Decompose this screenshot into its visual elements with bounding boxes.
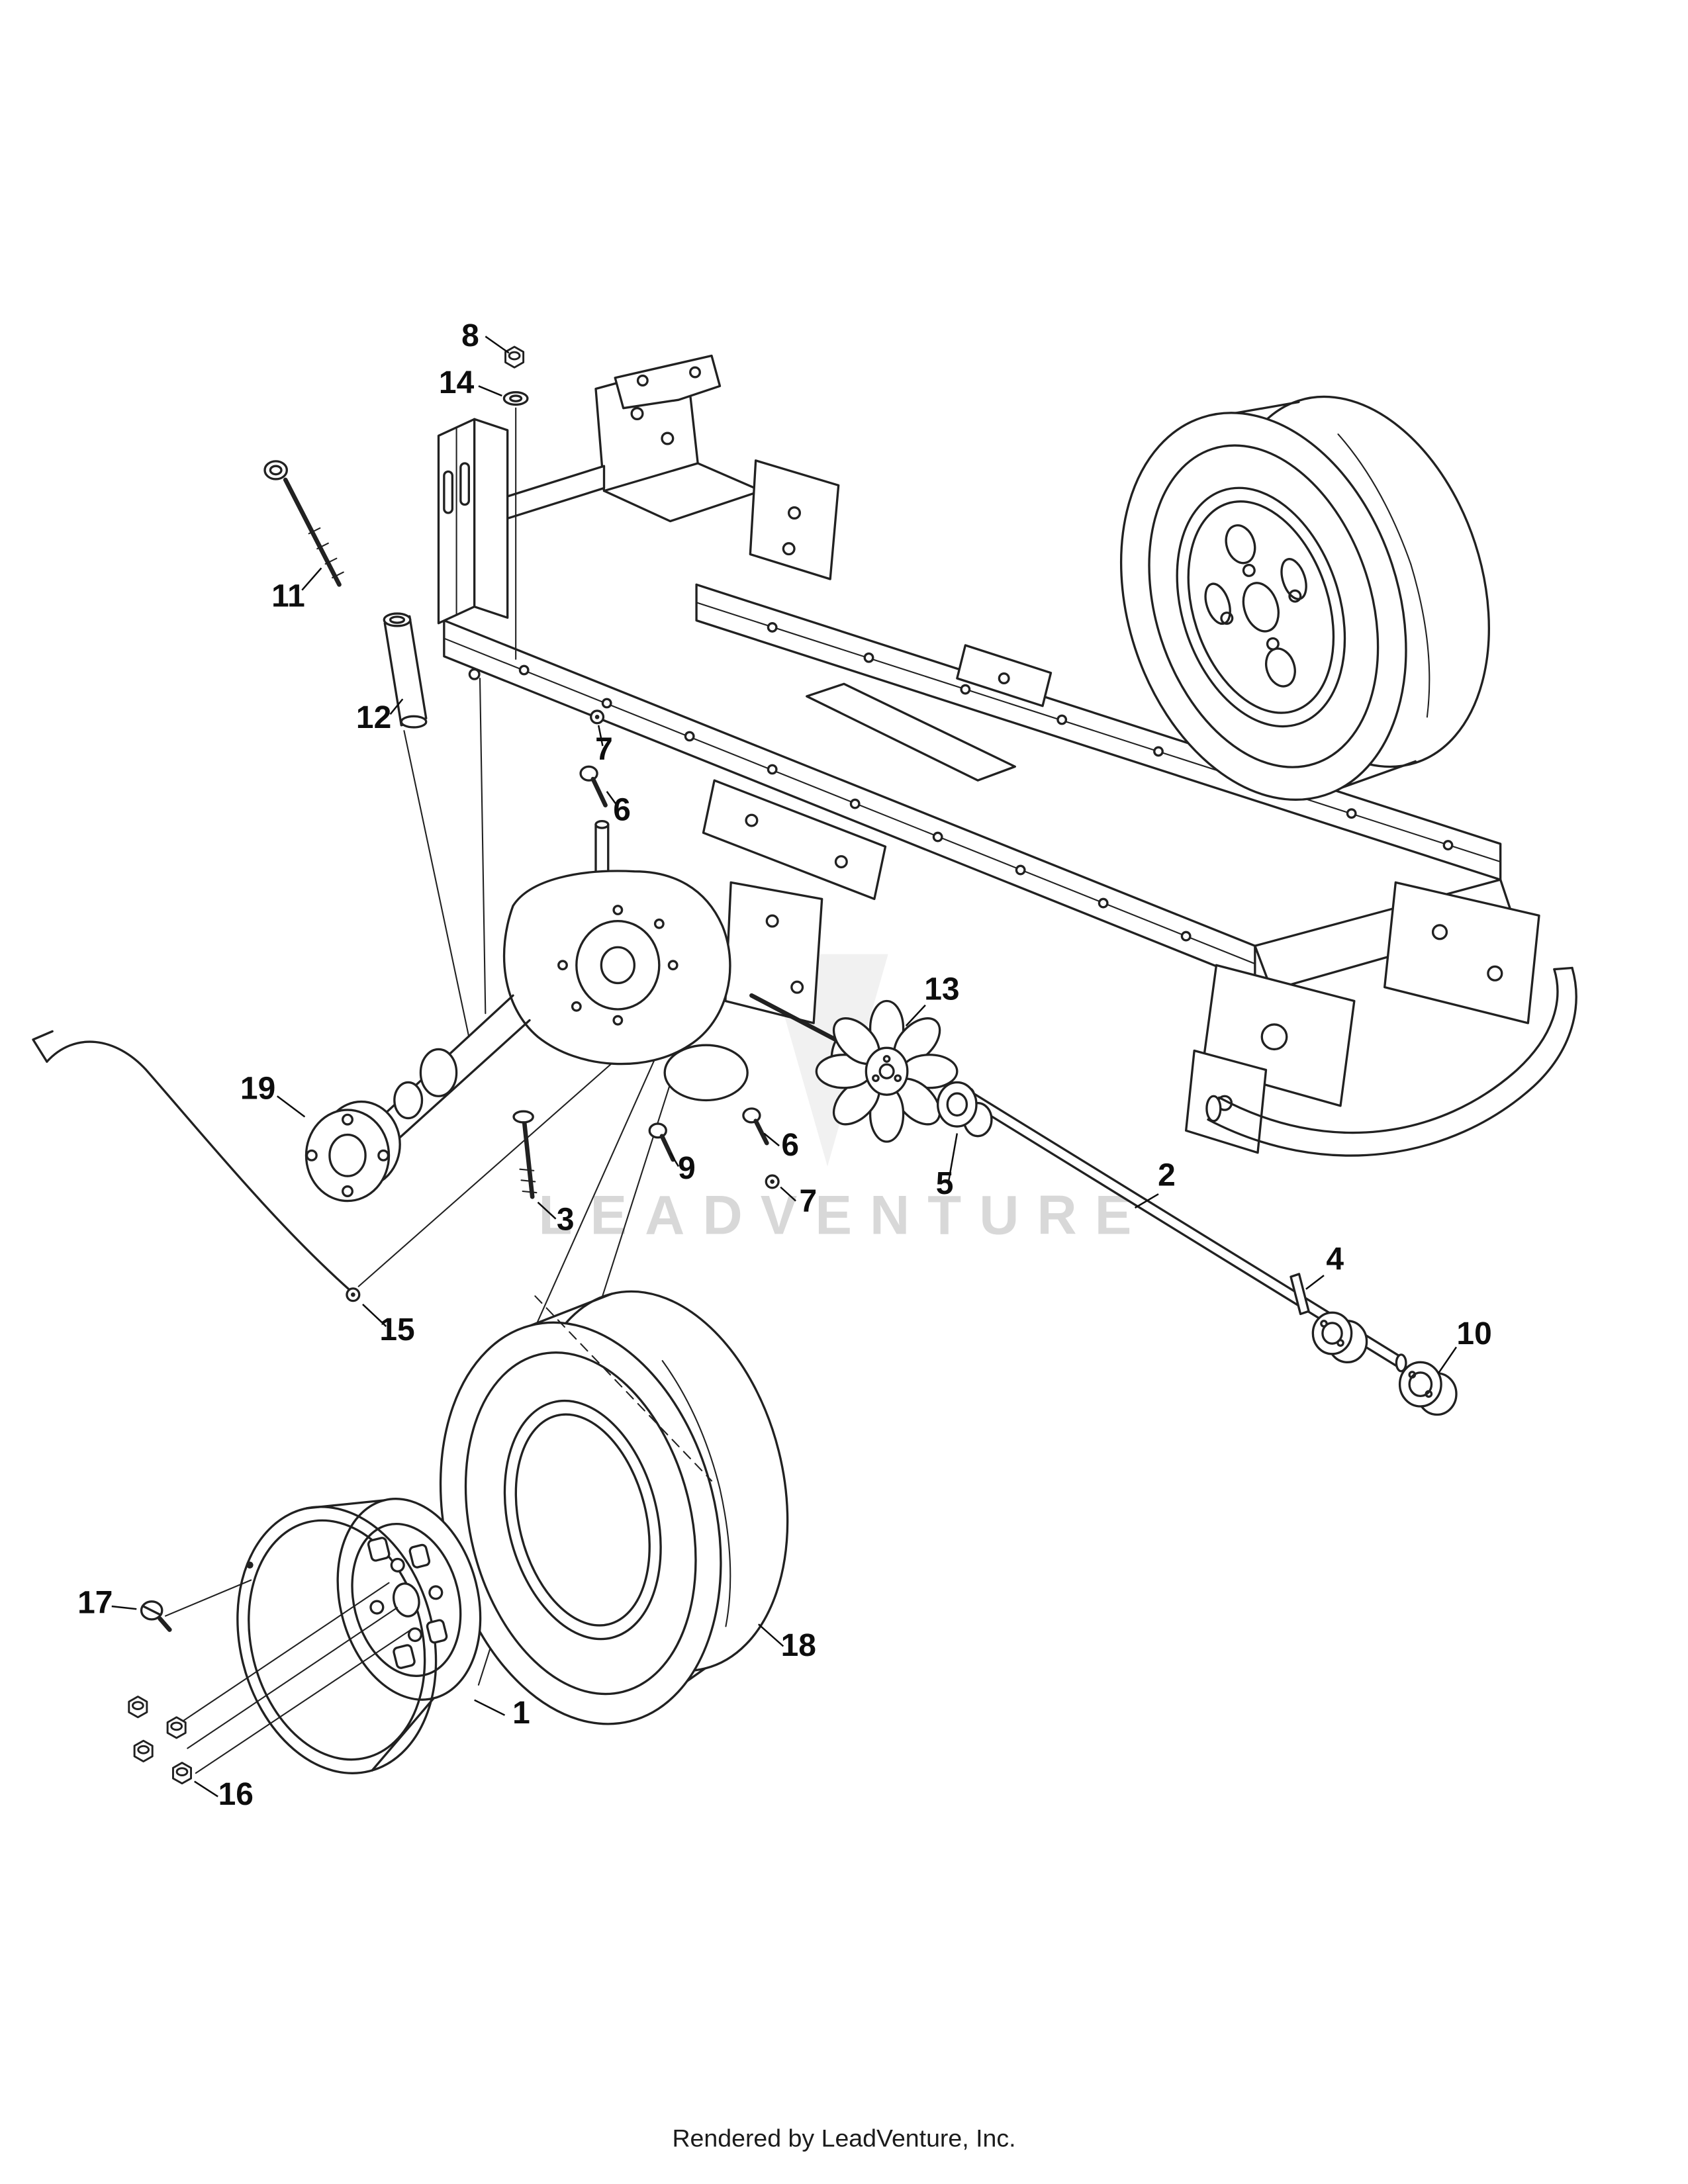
callout-10: 10 <box>1437 1316 1492 1374</box>
callout-18: 18 <box>758 1623 816 1663</box>
callout-label-7b: 7 <box>800 1184 818 1219</box>
callout-label-6b: 6 <box>781 1128 799 1163</box>
callout-12: 12 <box>356 698 404 735</box>
screw-6b <box>742 1107 769 1146</box>
callout-label-2: 2 <box>1158 1158 1176 1193</box>
transaxle <box>368 819 885 1152</box>
callout-14: 14 <box>439 365 502 400</box>
callout-5: 5 <box>936 1133 959 1201</box>
callout-label-18: 18 <box>781 1628 816 1663</box>
axle-flange <box>305 1100 401 1203</box>
callout-label-10: 10 <box>1456 1316 1491 1351</box>
rear-tire <box>439 1290 789 1725</box>
callout-8: 8 <box>461 318 510 354</box>
callout-9: 9 <box>669 1151 696 1186</box>
push-nut-7a <box>590 709 605 725</box>
footer-credit: Rendered by LeadVenture, Inc. <box>672 2124 1015 2152</box>
callout-3: 3 <box>537 1201 575 1237</box>
shaft-bearing <box>937 1081 993 1138</box>
coupler-cap <box>1398 1361 1458 1416</box>
callout-label-17: 17 <box>77 1586 113 1621</box>
callout-16: 16 <box>194 1777 254 1812</box>
lug-alignment-lines <box>164 1579 412 1774</box>
callout-13: 13 <box>905 972 960 1026</box>
spacer-tube-12 <box>383 612 428 729</box>
shaft-coupler <box>1311 1311 1368 1363</box>
callout-label-12: 12 <box>356 700 391 735</box>
bolt-11 <box>263 460 344 587</box>
bolt-3 <box>512 1110 538 1199</box>
brake-rod <box>32 1030 361 1302</box>
callout-label-6a: 6 <box>613 793 631 828</box>
lug-nuts-16 <box>128 1695 193 1785</box>
callout-label-8: 8 <box>461 318 479 353</box>
callout-label-1: 1 <box>512 1696 530 1731</box>
callout-label-3: 3 <box>557 1202 575 1237</box>
screw-9 <box>648 1122 676 1162</box>
callout-2: 2 <box>1134 1158 1176 1209</box>
push-nut-7b <box>765 1174 780 1189</box>
callout-15: 15 <box>362 1303 415 1347</box>
callout-label-14: 14 <box>439 365 475 400</box>
callout-label-15: 15 <box>379 1312 414 1347</box>
callout-6a: 6 <box>606 791 631 828</box>
callout-6b: 6 <box>763 1128 799 1163</box>
washer-14 <box>502 391 529 406</box>
screw-6a <box>579 765 608 807</box>
hex-nut-8 <box>504 345 525 369</box>
callout-7b: 7 <box>780 1184 817 1219</box>
callout-label-11: 11 <box>271 579 305 614</box>
callout-label-13: 13 <box>924 972 959 1007</box>
callout-label-4: 4 <box>1326 1242 1344 1277</box>
callouts: 8 14 11 12 7 6 19 3 <box>77 318 1492 1812</box>
callout-label-16: 16 <box>218 1777 254 1812</box>
callout-1: 1 <box>474 1696 530 1731</box>
frame <box>437 354 1577 1157</box>
wheel-rim <box>236 1498 482 1774</box>
screw-17 <box>140 1600 172 1632</box>
callout-label-9: 9 <box>678 1151 696 1186</box>
assembled-rear-wheel <box>1119 395 1490 801</box>
callout-4: 4 <box>1305 1242 1344 1290</box>
callout-7a: 7 <box>595 725 613 767</box>
callout-label-5: 5 <box>936 1166 954 1201</box>
callout-17: 17 <box>77 1586 137 1621</box>
callout-19: 19 <box>240 1071 306 1118</box>
callout-label-19: 19 <box>240 1071 275 1106</box>
cooling-fan <box>815 999 959 1143</box>
watermark-text: LEADVENTURE <box>539 1185 1150 1246</box>
roll-pin <box>1289 1273 1310 1316</box>
callout-label-7a: 7 <box>595 732 613 767</box>
callout-11: 11 <box>271 567 322 614</box>
